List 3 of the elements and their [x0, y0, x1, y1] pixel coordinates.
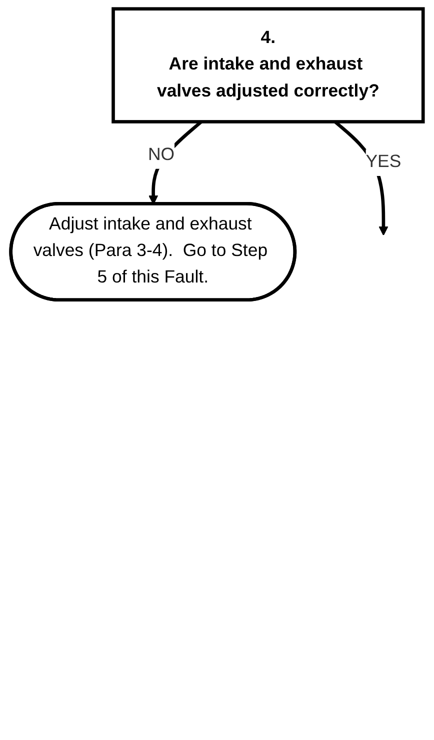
node-box: 4. Are intake and exhaust valves adjusted correctly? — [112, 7, 425, 124]
edge-label: NO — [148, 146, 175, 164]
edge-label: YES — [366, 152, 402, 172]
